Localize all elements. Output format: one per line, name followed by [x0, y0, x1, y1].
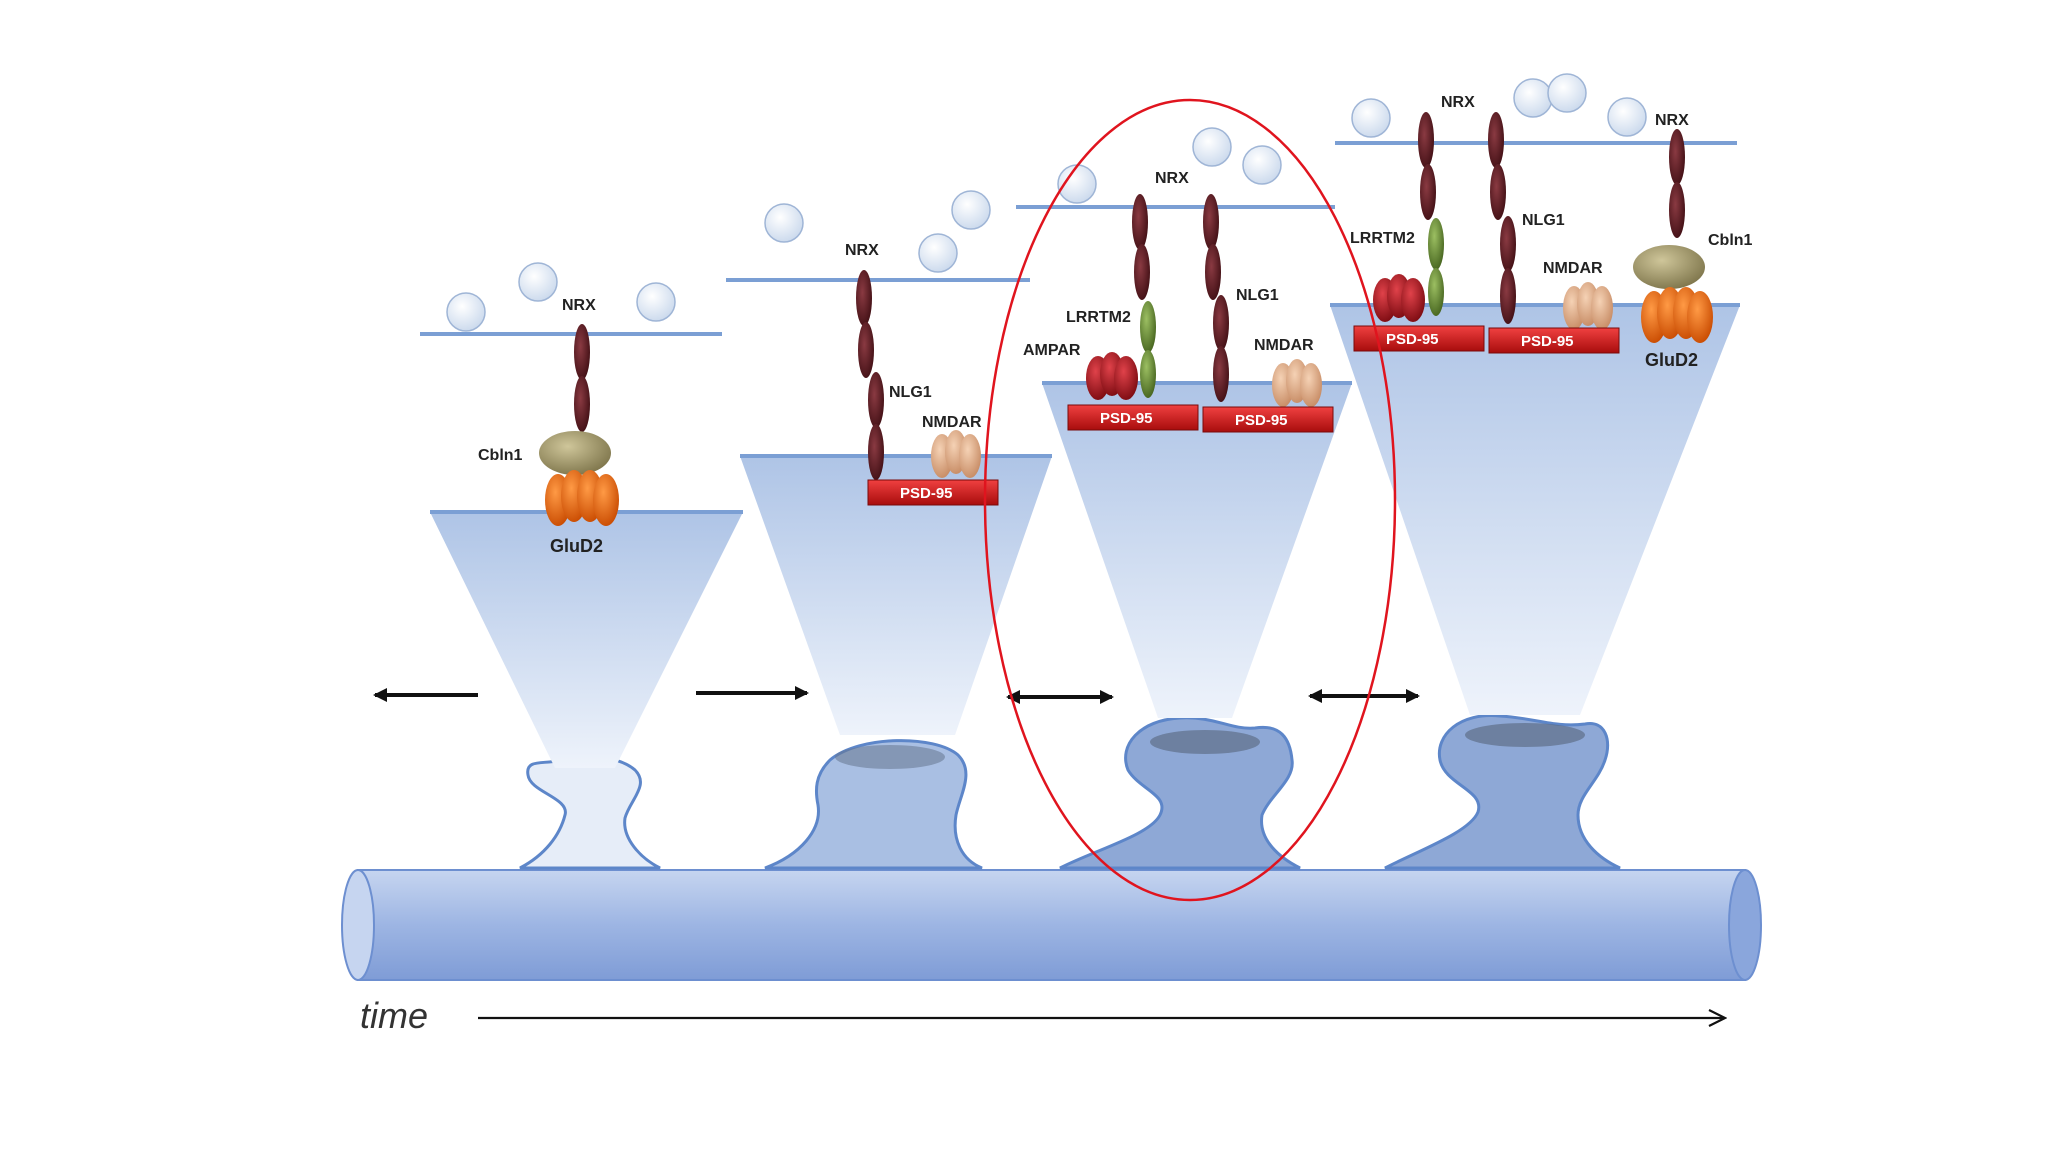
label-ampar-3: AMPAR	[1023, 342, 1081, 359]
label-nlg1-2: NLG1	[889, 384, 932, 401]
label-nrx-4a: NRX	[1441, 94, 1475, 111]
dendrite-shaft	[341, 869, 1762, 981]
label-cbln1-1: Cbln1	[478, 447, 523, 464]
label-nrx-2: NRX	[845, 242, 879, 259]
label-cbln1-4: Cbln1	[1708, 232, 1753, 249]
presynaptic-cone-2	[740, 456, 1052, 735]
stage-4: NRX LRRTM2 NLG1 NMDAR NRX Cbln1 GluD2	[1308, 73, 1753, 870]
spine-3	[1059, 716, 1301, 870]
label-glud2-1: GluD2	[550, 536, 603, 556]
stage-1: NRX Cbln1 GluD2	[373, 262, 743, 870]
stage-3: LRRTM2 AMPAR NRX NLG1 NMDAR PSD-95 PSD-9…	[1006, 127, 1352, 870]
label-nmdar-4: NMDAR	[1543, 260, 1603, 277]
label-nmdar-2: NMDAR	[922, 414, 982, 431]
spine-2	[764, 739, 983, 870]
label-psd95-3a: PSD-95	[1100, 410, 1153, 427]
label-psd95-3b: PSD-95	[1235, 412, 1288, 429]
label-psd95-4a: PSD-95	[1386, 331, 1439, 348]
label-lrrtm2-3: LRRTM2	[1066, 309, 1131, 326]
label-nrx-4b: NRX	[1655, 112, 1689, 129]
spine-4	[1384, 714, 1621, 870]
time-label: time	[360, 995, 428, 1036]
highlight-circle	[983, 98, 1397, 902]
spine-1	[519, 754, 661, 870]
time-axis: time	[360, 995, 1725, 1036]
label-lrrtm2-4: LRRTM2	[1350, 230, 1415, 247]
label-psd95-2: PSD-95	[900, 485, 953, 502]
stage-2: NRX NLG1 NMDAR PSD-95	[696, 190, 1052, 870]
label-nlg1-3: NLG1	[1236, 287, 1279, 304]
label-nlg1-4: NLG1	[1522, 212, 1565, 229]
label-nmdar-3: NMDAR	[1254, 337, 1314, 354]
presynaptic-cone-4	[1330, 305, 1740, 715]
label-glud2-4: GluD2	[1645, 350, 1698, 370]
label-nrx-1: NRX	[562, 297, 596, 314]
presynaptic-cone-1	[430, 512, 743, 768]
label-nrx-3: NRX	[1155, 170, 1189, 187]
presynaptic-cone-3	[1042, 383, 1352, 718]
label-psd95-4b: PSD-95	[1521, 333, 1574, 350]
